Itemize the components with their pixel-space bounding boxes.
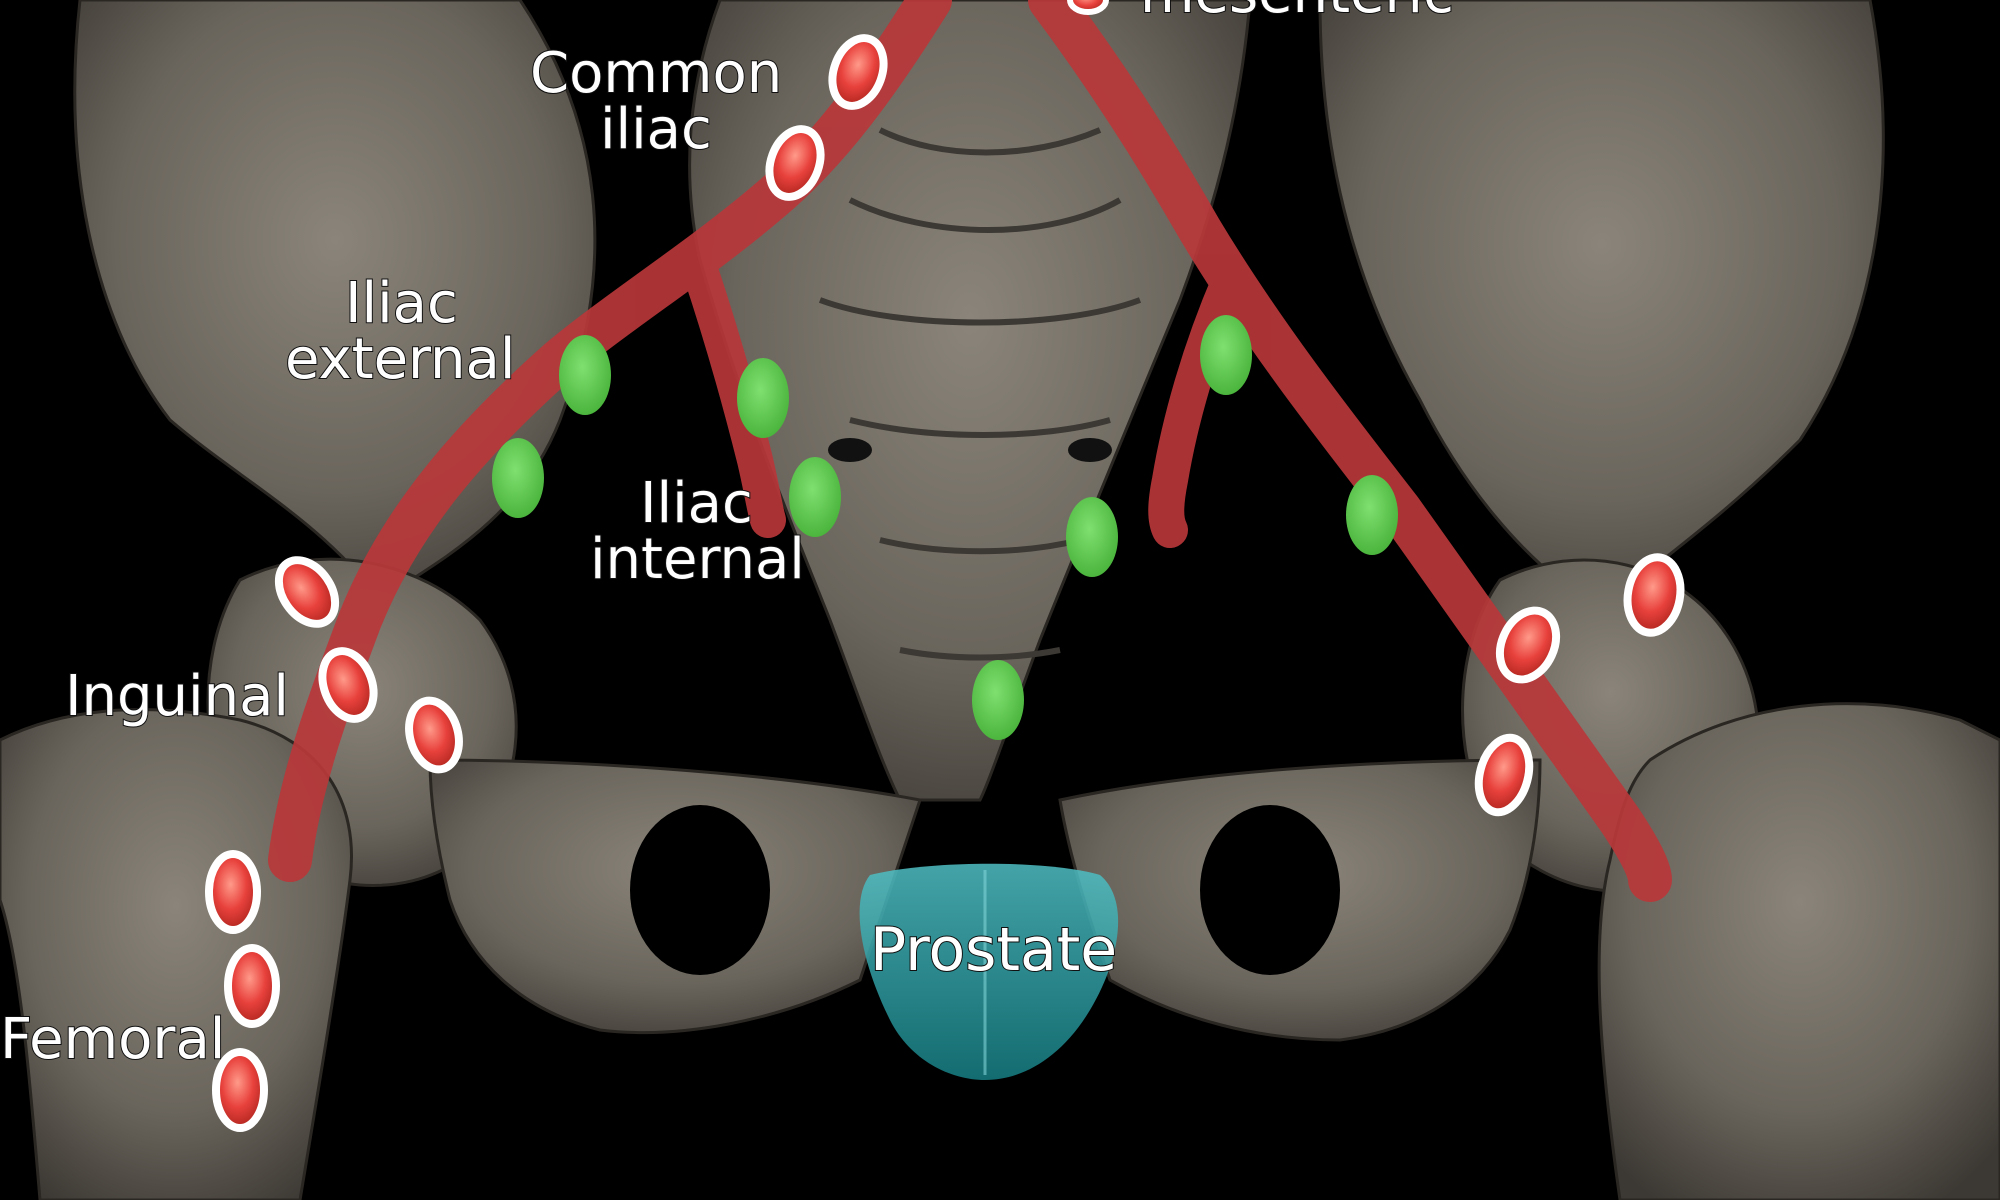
red-node bbox=[224, 944, 280, 1028]
green-node bbox=[972, 660, 1024, 740]
red-node bbox=[1474, 733, 1534, 817]
green-node bbox=[1346, 475, 1398, 555]
sacral-foramina bbox=[828, 438, 1112, 462]
red-node bbox=[212, 1048, 268, 1132]
green-node bbox=[789, 457, 841, 537]
label-iliac-external-line2: external bbox=[285, 327, 515, 392]
red-node-top-partial bbox=[1067, 0, 1109, 15]
green-node bbox=[559, 335, 611, 415]
label-mesenteric: mesenteric bbox=[1140, 0, 1454, 26]
label-common-iliac-line1: Common bbox=[530, 41, 782, 106]
label-iliac-internal-line1: Iliac bbox=[640, 471, 753, 536]
green-node bbox=[1066, 497, 1118, 577]
label-iliac-internal-line2: internal bbox=[590, 527, 805, 592]
left-obturator-foramen bbox=[630, 805, 770, 975]
green-lymph-nodes bbox=[492, 315, 1398, 740]
red-node bbox=[205, 850, 261, 934]
red-node bbox=[1495, 606, 1561, 684]
obturator-foramina bbox=[630, 805, 1340, 975]
green-node bbox=[1200, 315, 1252, 395]
red-node bbox=[765, 125, 825, 201]
green-node bbox=[737, 358, 789, 438]
label-common-iliac-line2: iliac bbox=[600, 97, 712, 162]
red-node bbox=[828, 34, 888, 110]
green-node bbox=[492, 438, 544, 518]
label-iliac-external-line1: Iliac bbox=[345, 271, 458, 336]
sacral-detail bbox=[818, 127, 1142, 661]
red-node bbox=[318, 647, 378, 723]
right-femur bbox=[1597, 702, 2000, 1200]
red-node bbox=[274, 556, 340, 628]
prostate-gland bbox=[859, 863, 1119, 1080]
label-inguinal: Inguinal bbox=[65, 664, 289, 729]
right-obturator-foramen bbox=[1200, 805, 1340, 975]
red-node bbox=[1623, 553, 1685, 637]
right-common-iliac-artery bbox=[1028, 0, 1672, 902]
label-prostate: Prostate bbox=[870, 915, 1117, 985]
label-femoral: Femoral bbox=[0, 1007, 225, 1072]
red-node bbox=[405, 696, 463, 774]
red-lymph-nodes bbox=[205, 0, 1685, 1132]
